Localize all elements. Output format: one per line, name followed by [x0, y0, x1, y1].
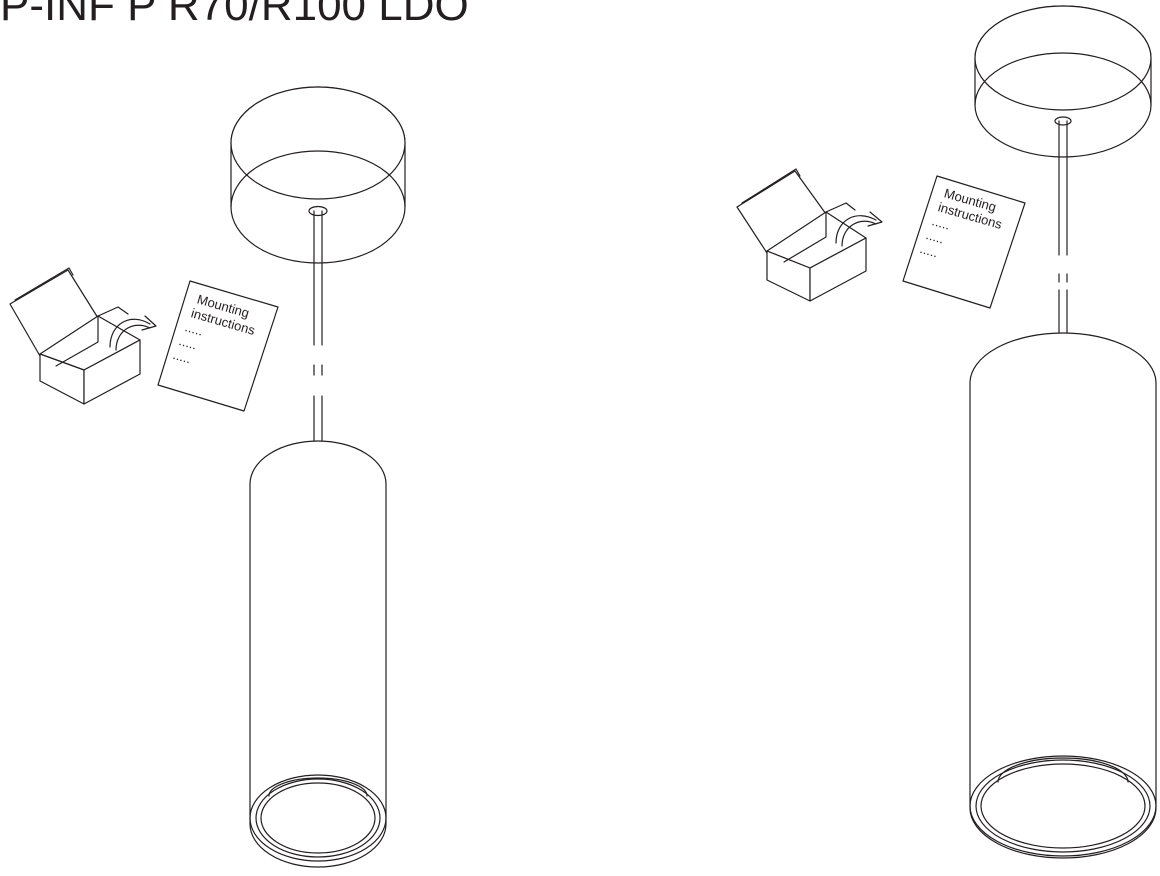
left-luminaire — [230, 86, 406, 868]
right-doc-line-3: ..... — [930, 213, 951, 232]
right-packaging-box-icon — [736, 168, 883, 302]
right-cylinder — [969, 332, 1157, 859]
left-packaging-box-icon — [9, 267, 157, 405]
right-luminaire — [969, 5, 1157, 859]
right-doc-line-5: ..... — [918, 241, 939, 260]
left-doc-line-4: ..... — [177, 333, 198, 352]
right-canopy — [974, 5, 1152, 158]
right-mounting-instructions-sheet: Mounting instructions ..... ..... ..... — [902, 175, 1026, 309]
left-cable — [313, 210, 323, 444]
left-cylinder — [249, 440, 387, 868]
right-doc-line-4: ..... — [924, 227, 945, 246]
left-mounting-instructions-sheet: Mounting instructions ..... ..... ..... — [157, 280, 279, 412]
page-title: P-INF P R70/R100 LDO — [0, 0, 469, 30]
left-canopy — [230, 86, 406, 264]
right-cable — [1058, 120, 1068, 337]
left-doc-line-3: ..... — [183, 319, 204, 338]
left-doc-line-5: ..... — [171, 347, 192, 366]
